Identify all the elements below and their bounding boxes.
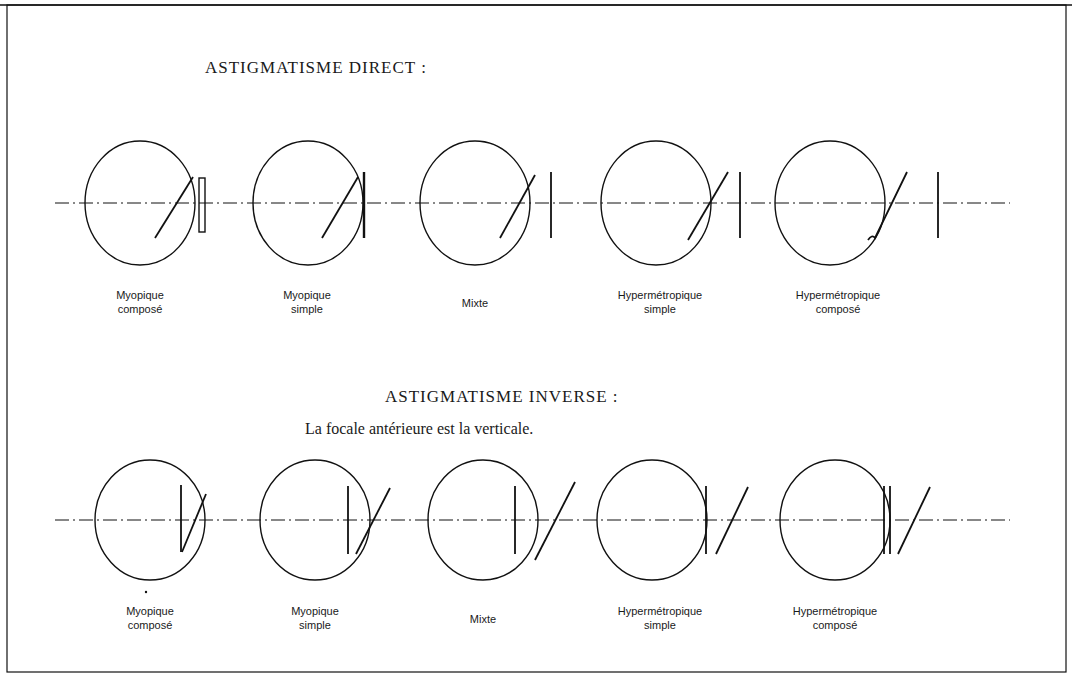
eye-circle — [780, 460, 890, 580]
eye-caption: Hypermétropique simple — [618, 605, 702, 633]
eye-caption: Myopique simple — [291, 605, 339, 633]
section-heading: ASTIGMATISME DIRECT : — [205, 58, 427, 78]
stray-dot — [145, 591, 147, 593]
eye-circle — [253, 141, 363, 265]
optical-axis — [55, 520, 1010, 521]
eye-circle — [420, 141, 530, 265]
eye-caption: Hypermétropique simple — [618, 289, 702, 317]
optical-axis — [55, 203, 1010, 204]
focal-lines — [181, 482, 930, 560]
eye-circle — [260, 460, 370, 580]
eye-circle — [95, 460, 205, 580]
eye-caption: Mixte — [462, 297, 488, 311]
eye-circle — [601, 141, 711, 265]
section-note: La focale antérieure est la verticale. — [305, 420, 533, 438]
focal-lines — [155, 172, 938, 240]
eye-caption: Myopique composé — [126, 605, 174, 633]
eye-circle — [428, 460, 538, 580]
eye-circle — [597, 460, 707, 580]
eye-caption: Hypermétropique composé — [793, 605, 877, 633]
eye-circle — [85, 141, 195, 265]
eye-caption: Myopique simple — [283, 289, 331, 317]
eye-caption: Hypermétropique composé — [796, 289, 880, 317]
section-heading: ASTIGMATISME INVERSE : — [385, 387, 619, 407]
eye-caption: Mixte — [470, 613, 496, 627]
eye-circle — [775, 141, 885, 265]
frame — [7, 5, 1066, 672]
eye-caption: Myopique composé — [116, 289, 164, 317]
